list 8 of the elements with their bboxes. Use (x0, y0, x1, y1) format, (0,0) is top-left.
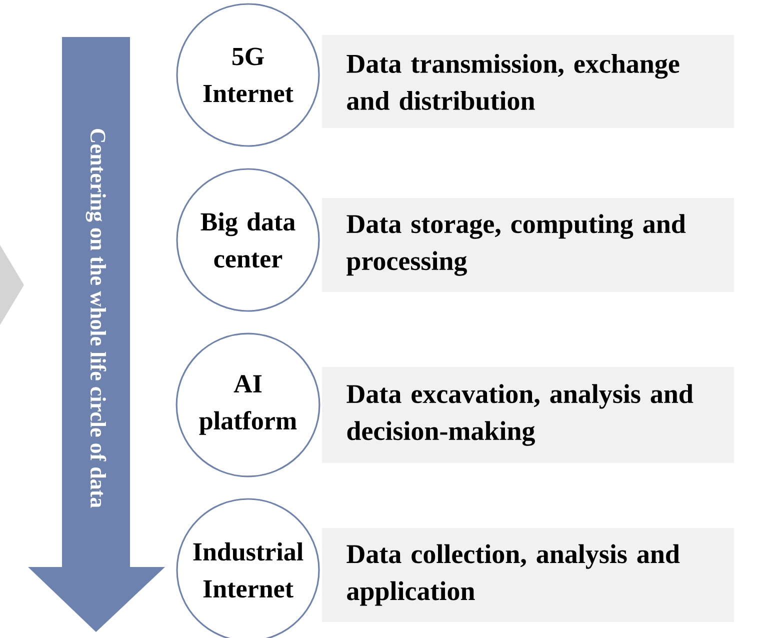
text-box: Data collection, analysis and application (322, 528, 734, 622)
chevron-shape (0, 245, 24, 325)
circle-node: AI platform (176, 332, 320, 478)
circle-node: Big data center (176, 168, 320, 312)
text-box: Data storage, computing and processing (322, 198, 734, 292)
text-box: Data excavation, analysis and decision-making (322, 367, 734, 463)
text-box: Data transmission, exchange and distribution (322, 35, 734, 128)
circle-node: 5G Internet (176, 3, 320, 147)
